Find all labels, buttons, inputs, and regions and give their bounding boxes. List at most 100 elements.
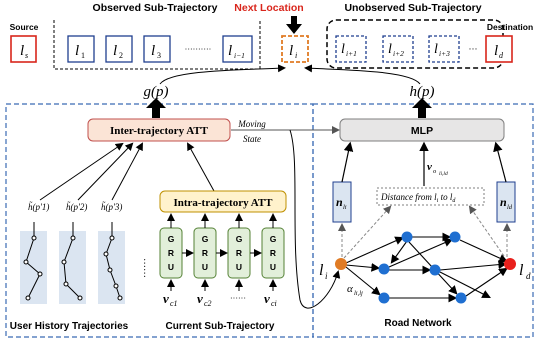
moving-state-label: Moving — [237, 119, 266, 129]
h2-to-inter-arrow — [77, 142, 134, 201]
gru-cell-4: G R U — [261, 227, 285, 279]
moving-state-curve — [289, 129, 341, 309]
svg-text:G: G — [270, 234, 277, 244]
svg-text:G: G — [236, 234, 243, 244]
next-location-arrow — [286, 16, 302, 34]
intra-to-inter-arrow — [187, 142, 215, 192]
token-l-i-minus-1: l i−1 — [222, 35, 253, 63]
n-li-to-mlp — [341, 141, 354, 183]
moving-state-label-2: State — [243, 134, 261, 144]
svg-text:i−1: i−1 — [234, 51, 245, 60]
svg-text:d: d — [499, 51, 504, 60]
unobserved-ellipsis: ··· — [469, 44, 478, 54]
current-caption: Current Sub-Trajectory — [166, 321, 275, 332]
node-4 — [429, 264, 441, 276]
svg-text:li: li — [343, 204, 347, 211]
observed-ellipsis: ·········· — [185, 45, 212, 54]
inter-trajectory-att-box: Inter-trajectory ATT — [87, 118, 231, 142]
svg-text:o: o — [433, 168, 437, 175]
token-l1: l 1 — [67, 35, 95, 63]
node-5 — [378, 292, 390, 304]
svg-text:l: l — [519, 262, 524, 279]
svg-text:l: l — [113, 43, 117, 59]
destination-label: Destination — [487, 22, 533, 32]
h-p-label: h(p) — [410, 84, 435, 100]
node-ld-label: l d — [519, 262, 531, 281]
history-ellipsis: ······ — [138, 258, 149, 278]
v-ellipsis: ······ — [230, 294, 246, 303]
hp-to-next-arrow — [304, 64, 421, 85]
v-c2-label: v c2 — [197, 291, 212, 308]
svg-text:i: i — [295, 51, 297, 60]
g-p-label: g(p) — [144, 84, 169, 100]
svg-text:R: R — [236, 248, 242, 258]
svg-text:v: v — [163, 291, 169, 306]
history-trajectory-1 — [20, 222, 47, 304]
svg-text:MLP: MLP — [411, 125, 433, 137]
token-l-i-plus-2: l i+2 — [382, 35, 414, 63]
node-1 — [401, 231, 413, 243]
v-c1-label: v c1 — [163, 291, 178, 308]
n-ld-box: n ld — [496, 181, 516, 223]
node-li-label: l i — [319, 262, 328, 281]
svg-text:2: 2 — [119, 51, 123, 60]
h-tilde-1: h̃(p'1) — [28, 202, 49, 212]
right-panel-frame — [312, 103, 534, 338]
gru-cell-3: G R U — [227, 227, 251, 279]
svg-text:l: l — [341, 42, 345, 57]
svg-text:U: U — [202, 262, 208, 272]
node-2 — [449, 231, 461, 243]
svg-text:l: l — [289, 43, 293, 59]
svg-text:R: R — [202, 248, 208, 258]
svg-text:G: G — [168, 234, 175, 244]
svg-text:n: n — [500, 195, 507, 209]
node-3 — [378, 263, 390, 275]
h-tilde-2: h̃(p'2) — [66, 202, 87, 212]
token-next-location: l i — [281, 35, 309, 63]
gru-cell-1: G R U — [159, 227, 183, 279]
svg-text:i+1: i+1 — [346, 49, 357, 58]
svg-text:ld: ld — [507, 204, 513, 211]
svg-text:l: l — [494, 43, 498, 59]
observed-bracket — [53, 20, 261, 70]
svg-text:i+3: i+3 — [439, 49, 450, 58]
token-source: l s — [10, 35, 37, 63]
mlp-box: MLP — [339, 118, 505, 142]
distance-box: Distance from li to ld — [376, 187, 485, 206]
n-li-box: n li — [332, 181, 352, 223]
svg-text:i: i — [325, 271, 328, 281]
token-l-i-plus-1: l i+1 — [335, 35, 367, 63]
hp-up-arrow — [412, 98, 432, 118]
svg-text:Intra-trajectory ATT: Intra-trajectory ATT — [173, 197, 273, 209]
svg-text:1: 1 — [81, 51, 85, 60]
h-tilde-3: h̃(p'3) — [101, 202, 122, 212]
svg-text:i+2: i+2 — [393, 49, 404, 58]
gru-cell-2: G R U — [193, 227, 217, 279]
svg-text:ci: ci — [271, 299, 277, 308]
svg-text:G: G — [202, 234, 209, 244]
svg-text:α: α — [347, 283, 353, 295]
alpha-label: α li,lj — [347, 283, 363, 297]
svg-text:Distance from li to ld: Distance from li to ld — [380, 192, 456, 204]
node-li — [335, 258, 347, 270]
observed-title: Observed Sub-Trajectory — [93, 2, 218, 14]
token-l3: l 3 — [143, 35, 171, 63]
gp-to-next-arrow — [159, 64, 286, 85]
svg-text:U: U — [168, 262, 174, 272]
svg-text:l: l — [388, 42, 392, 57]
node-ld — [504, 258, 516, 270]
svg-text:c1: c1 — [170, 299, 178, 308]
svg-text:U: U — [236, 262, 242, 272]
token-destination: l d — [485, 35, 513, 63]
svg-text:n: n — [336, 195, 343, 209]
svg-text:v: v — [264, 291, 270, 306]
unobserved-title: Unobserved Sub-Trajectory — [344, 2, 481, 14]
v-ci-label: v ci — [264, 291, 277, 308]
history-trajectory-2 — [59, 222, 86, 304]
road-network-caption: Road Network — [384, 318, 452, 329]
history-trajectory-3 — [98, 222, 125, 304]
next-location-title: Next Location — [234, 2, 303, 14]
svg-text:l: l — [151, 43, 155, 59]
h1-to-inter-arrow — [39, 142, 124, 201]
